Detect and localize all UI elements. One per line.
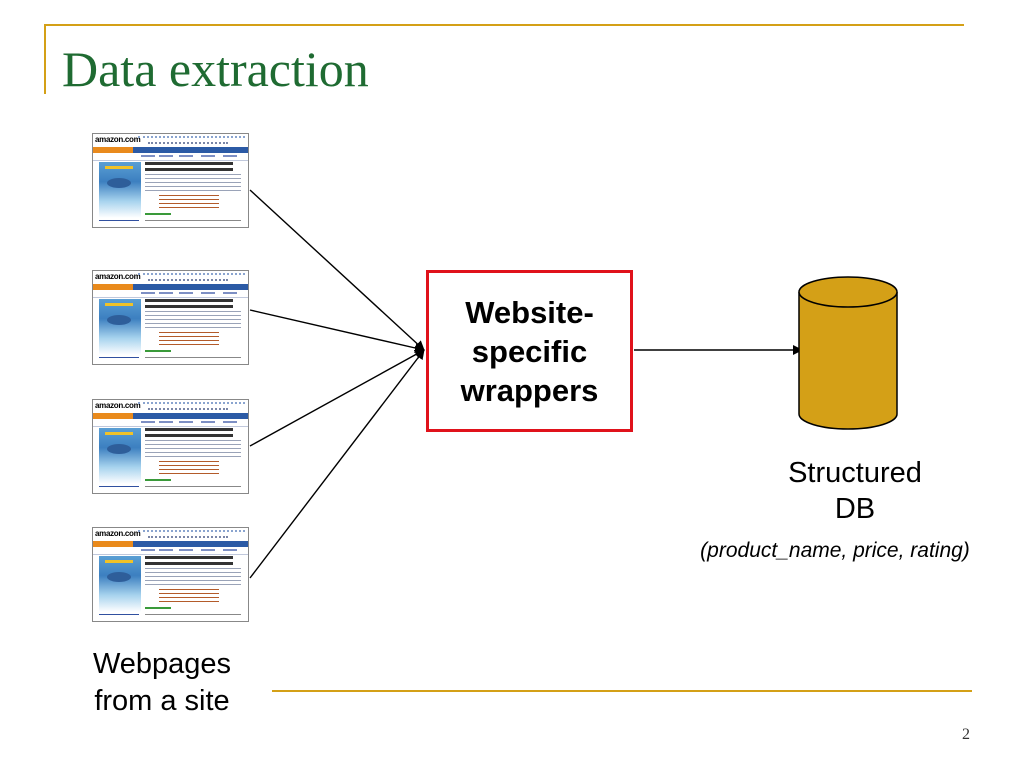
book-cover-image: [99, 428, 141, 484]
site-logo: amazon.com: [95, 272, 141, 281]
site-navbar: [93, 284, 248, 290]
database-body: [798, 292, 898, 430]
site-navbar: [93, 147, 248, 153]
decorative-top-line: [44, 24, 964, 26]
arrow-page-4-to-wrapper: [249, 349, 425, 579]
site-navbar: [93, 413, 248, 419]
webpage-thumbnail: amazon.com: [92, 399, 249, 494]
webpage-thumbnail: amazon.com: [92, 527, 249, 622]
arrow-page-2-to-wrapper: [249, 309, 425, 353]
site-logo: amazon.com: [95, 135, 141, 144]
book-cover-image: [99, 162, 141, 218]
book-cover-image: [99, 299, 141, 355]
wrappers-label: Website- specific wrappers: [460, 294, 599, 408]
site-navbar: [93, 541, 248, 547]
site-logo: amazon.com: [95, 529, 141, 538]
webpage-thumbnail: amazon.com: [92, 270, 249, 365]
page-number: 2: [962, 726, 970, 743]
decorative-bottom-line: [272, 690, 972, 692]
arrow-page-3-to-wrapper: [249, 349, 425, 447]
wrappers-box: Website- specific wrappers: [426, 270, 633, 432]
database-label: Structured DB: [788, 457, 922, 525]
database-top: [798, 276, 898, 308]
webpage-thumbnail: amazon.com: [92, 133, 249, 228]
book-cover-image: [99, 556, 141, 612]
database-schema: (product_name, price, rating): [700, 539, 970, 562]
database-cylinder-icon: [798, 276, 898, 430]
decorative-left-line: [44, 24, 46, 94]
site-logo: amazon.com: [95, 401, 141, 410]
slide-title: Data extraction: [62, 41, 369, 97]
arrow-page-1-to-wrapper: [249, 189, 425, 351]
webpages-label: Webpages from a site: [92, 648, 232, 717]
